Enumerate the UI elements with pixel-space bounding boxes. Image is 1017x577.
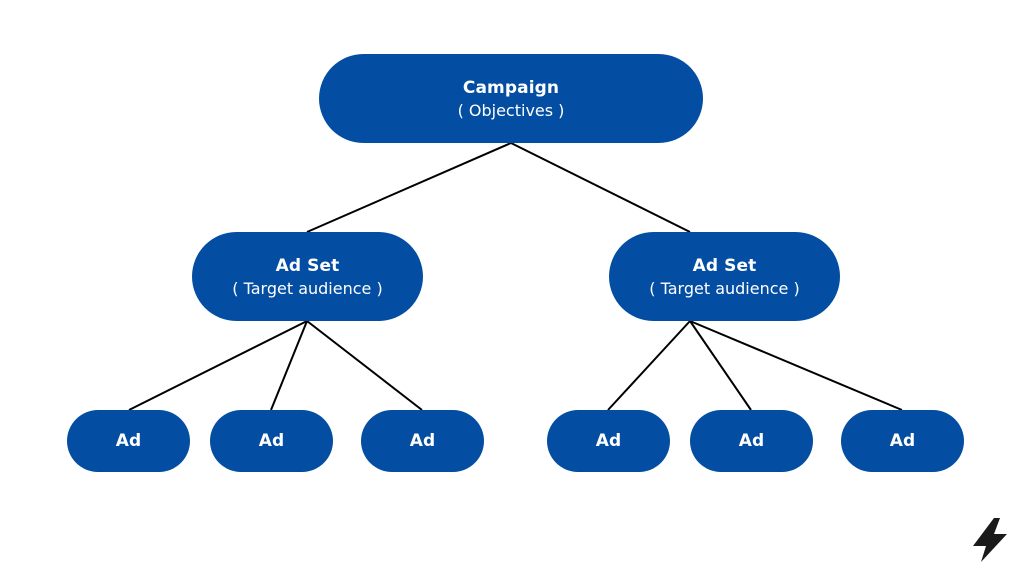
ad-set-subtitle: ( Target audience ) xyxy=(232,278,383,298)
lightning-bolt-icon xyxy=(973,518,1007,562)
ad-label: Ad xyxy=(115,431,142,451)
ad-set-node-2: Ad Set ( Target audience ) xyxy=(609,232,840,321)
lightning-bolt-shape xyxy=(973,518,1007,562)
connector-adset-1-ad-2 xyxy=(270,320,308,411)
ad-label: Ad xyxy=(258,431,285,451)
ad-label: Ad xyxy=(738,431,765,451)
ad-set-title: Ad Set xyxy=(692,255,757,276)
ad-node-5: Ad xyxy=(690,410,813,472)
ad-set-title: Ad Set xyxy=(275,255,340,276)
campaign-subtitle: ( Objectives ) xyxy=(457,100,565,120)
ad-node-6: Ad xyxy=(841,410,964,472)
ad-set-subtitle: ( Target audience ) xyxy=(649,278,800,298)
ad-node-4: Ad xyxy=(547,410,670,472)
ad-label: Ad xyxy=(595,431,622,451)
ad-label: Ad xyxy=(409,431,436,451)
connector-adset-1-ad-3 xyxy=(306,320,423,411)
campaign-node: Campaign ( Objectives ) xyxy=(319,54,703,143)
ad-node-2: Ad xyxy=(210,410,333,472)
ad-set-node-1: Ad Set ( Target audience ) xyxy=(192,232,423,321)
ad-label: Ad xyxy=(889,431,916,451)
connector-campaign-adset-2 xyxy=(510,142,691,233)
campaign-title: Campaign xyxy=(462,77,560,98)
connector-adset-2-ad-6 xyxy=(689,320,903,411)
ad-node-3: Ad xyxy=(361,410,484,472)
ad-node-1: Ad xyxy=(67,410,190,472)
connector-adset-2-ad-4 xyxy=(607,320,691,411)
connector-adset-1-ad-1 xyxy=(128,320,308,411)
connector-campaign-adset-1 xyxy=(306,142,512,233)
connector-adset-2-ad-5 xyxy=(689,320,752,411)
